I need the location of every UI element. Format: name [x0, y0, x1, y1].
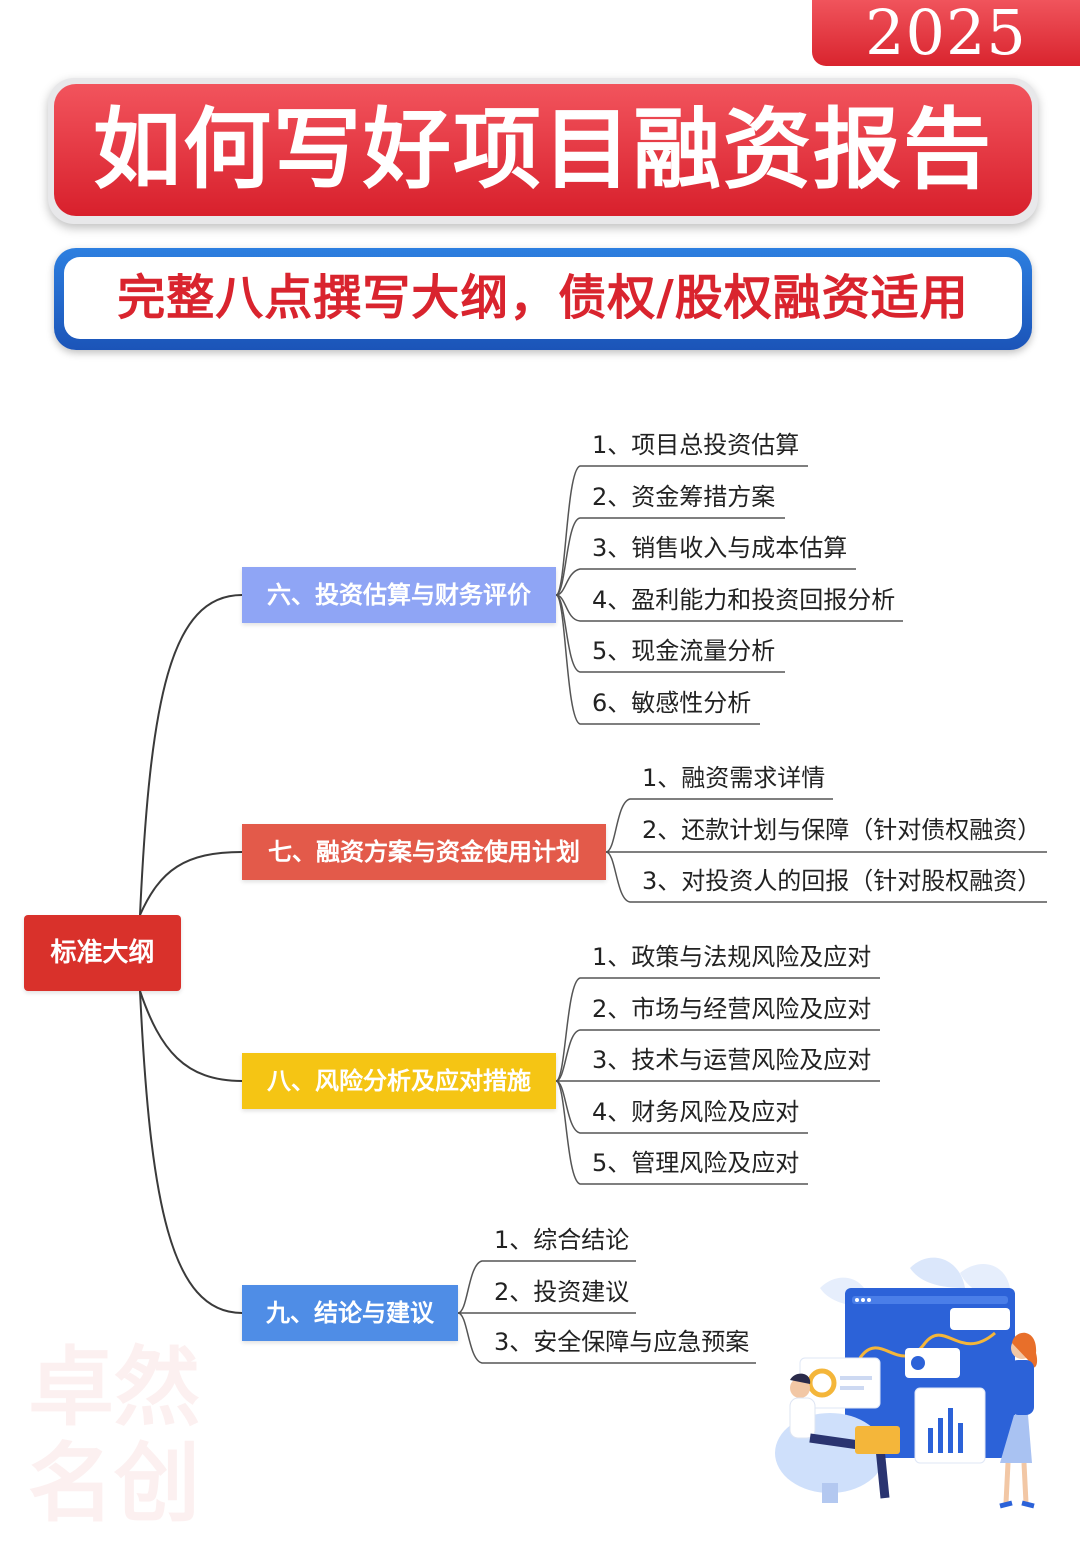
leaf-item: 3、对投资人的回报（针对股权融资）: [642, 867, 1042, 895]
page-title: 如何写好项目融资报告: [54, 84, 1032, 216]
leaf-item: 3、安全保障与应急预案: [494, 1328, 750, 1356]
page-subtitle: 完整八点撰写大纲，债权/股权融资适用: [64, 257, 1022, 339]
connector-b9: [457, 1260, 636, 1314]
analytics-illustration: [775, 1257, 1038, 1509]
title-banner: 如何写好项目融资报告: [48, 78, 1038, 224]
leaf-item: 2、还款计划与保障（针对债权融资）: [642, 816, 1042, 844]
leaf-item: 4、财务风险及应对: [592, 1098, 800, 1126]
connector-root-b6: [139, 594, 243, 916]
leaf-item: 3、销售收入与成本估算: [592, 534, 848, 562]
connector-b8: [555, 977, 880, 1082]
branch-financing-plan: 七、融资方案与资金使用计划: [242, 824, 606, 880]
leaf-item: 1、融资需求详情: [642, 764, 826, 792]
subtitle-banner: 完整八点撰写大纲，债权/股权融资适用: [54, 248, 1032, 350]
connector-root-b9: [139, 990, 243, 1314]
year-badge: 2025: [812, 0, 1080, 66]
leaf-item: 1、政策与法规风险及应对: [592, 943, 872, 971]
leaf-item: 2、资金筹措方案: [592, 483, 776, 511]
branch-risk-analysis: 八、风险分析及应对措施: [242, 1053, 556, 1109]
leaf-item: 2、市场与经营风险及应对: [592, 995, 872, 1023]
watermark-line: 卓然: [28, 1337, 200, 1438]
leaf-item: 5、管理风险及应对: [592, 1149, 800, 1177]
leaf-item: 6、敏感性分析: [592, 689, 752, 717]
leaf-item: 2、投资建议: [494, 1278, 630, 1306]
connector-b7: [605, 798, 833, 853]
leaf-item: 1、项目总投资估算: [592, 431, 800, 459]
mindmap-root: 标准大纲: [24, 915, 181, 991]
leaf-item: 5、现金流量分析: [592, 637, 776, 665]
connector-root-b8: [139, 990, 243, 1082]
leaf-item: 3、技术与运营风险及应对: [592, 1046, 872, 1074]
watermark-line: 名创: [28, 1433, 200, 1534]
branch-investment-estimate: 六、投资估算与财务评价: [242, 567, 556, 623]
watermark: 卓然 名创: [28, 1340, 218, 1540]
branch-conclusion: 九、结论与建议: [242, 1285, 458, 1341]
connector-root-b7: [139, 851, 243, 916]
connector-b6: [555, 465, 808, 596]
leaf-item: 4、盈利能力和投资回报分析: [592, 586, 896, 614]
leaf-item: 1、综合结论: [494, 1226, 630, 1254]
